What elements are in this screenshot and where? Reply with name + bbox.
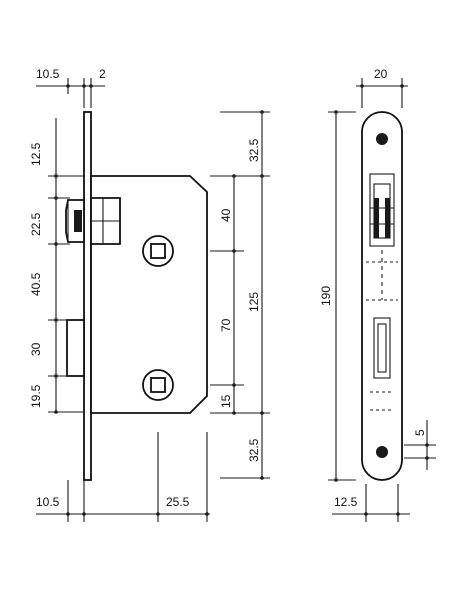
dim-left-seg3: 40.5 <box>29 272 43 296</box>
dim-front-bottom-offset: 12.5 <box>334 495 358 509</box>
top-dimension: 10.5 2 <box>36 67 106 108</box>
front-hole-offset-dimension: 5 <box>404 420 436 470</box>
front-faceplate <box>361 111 403 481</box>
dim-front-height: 190 <box>319 286 333 306</box>
faceplate <box>83 111 92 481</box>
dim-front-width: 20 <box>374 67 388 81</box>
upper-spindle-hub <box>142 235 174 267</box>
lower-spindle-hub <box>142 369 174 401</box>
bottom-dimension: 10.5 25.5 <box>36 432 210 522</box>
front-height-dimension: 190 <box>319 110 356 482</box>
dim-bottom-backset: 25.5 <box>166 495 190 509</box>
front-bottom-dimension: 12.5 <box>332 484 410 522</box>
dim-bottom-left-width: 10.5 <box>36 495 60 509</box>
dim-top-left-width: 10.5 <box>36 67 60 81</box>
dim-left-seg5: 19.5 <box>29 384 43 408</box>
top-screw-hole <box>376 133 388 145</box>
right-dimension-chain: 32.5 40 70 15 32.5 125 <box>210 110 270 480</box>
dim-left-seg4: 30 <box>29 342 43 356</box>
front-view: 20 190 5 12.5 <box>319 67 436 522</box>
dim-left-seg2: 22.5 <box>29 212 43 236</box>
side-view: 10.5 2 12.5 22.5 40.5 30 19.5 <box>29 67 270 522</box>
front-width-dimension: 20 <box>356 67 408 108</box>
dim-right-lower-offset: 15 <box>219 394 233 408</box>
latch-opening <box>369 173 395 247</box>
dim-front-hole-offset: 5 <box>413 429 427 436</box>
dim-left-seg1: 12.5 <box>29 142 43 166</box>
bottom-screw-hole <box>376 446 388 458</box>
dim-right-upper-spindle: 40 <box>219 208 233 222</box>
dead-bolt <box>66 319 85 377</box>
dim-right-top-margin: 32.5 <box>247 138 261 162</box>
dim-right-spindle-spacing: 70 <box>219 318 233 332</box>
deadbolt-opening <box>370 317 394 411</box>
dim-right-total: 125 <box>247 292 261 312</box>
left-dimension-chain: 12.5 22.5 40.5 30 19.5 <box>29 118 84 414</box>
front-centre-marks <box>366 250 398 301</box>
dim-right-bottom-margin: 32.5 <box>247 438 261 462</box>
dim-plate-thickness: 2 <box>99 67 106 81</box>
latch-bolt <box>65 197 121 245</box>
